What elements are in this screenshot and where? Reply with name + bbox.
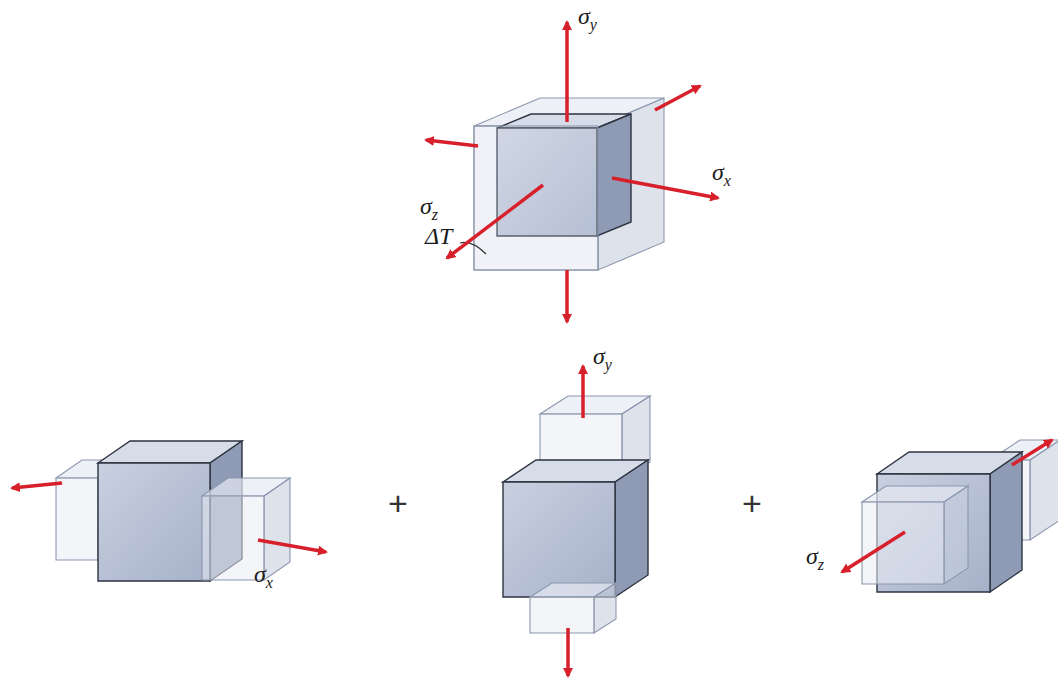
stress-arrow xyxy=(565,22,569,122)
stress-arrow xyxy=(565,270,569,322)
subscript: z xyxy=(432,206,438,223)
expanded-cube-front xyxy=(474,126,598,270)
cube-front xyxy=(530,597,594,633)
cube-side xyxy=(944,486,968,584)
subscript: y xyxy=(590,16,597,33)
plus-sign: + xyxy=(742,486,762,520)
stress-arrow xyxy=(842,532,905,572)
stress-label: σy xyxy=(578,4,597,28)
stress-label: ΔT xyxy=(425,224,452,248)
symbol: σ xyxy=(806,543,818,569)
stress-arrow xyxy=(426,140,478,146)
y-extension-bottom xyxy=(530,583,616,633)
stress-arrow xyxy=(581,366,585,418)
stress-label: σz xyxy=(420,194,438,218)
stress-label: σz xyxy=(806,544,824,568)
subscript: z xyxy=(818,556,824,573)
symbol: σ xyxy=(578,3,590,29)
subscript: x xyxy=(266,574,273,591)
cube-front xyxy=(98,463,210,581)
stress-arrow xyxy=(1012,440,1052,465)
symbol: σ xyxy=(254,561,266,587)
z-extension-front xyxy=(862,486,968,584)
stress-arrow xyxy=(655,86,700,110)
stress-arrow xyxy=(12,483,62,488)
cube-front xyxy=(56,478,98,560)
stress-arrow xyxy=(612,178,718,198)
cube-side xyxy=(594,583,616,633)
cube-side xyxy=(598,98,664,270)
cube-y xyxy=(503,460,648,597)
plus-sign: + xyxy=(388,486,408,520)
stress-label: σx xyxy=(712,160,731,184)
cube-front xyxy=(862,502,944,584)
cube-front xyxy=(503,482,615,597)
cube-side xyxy=(264,478,290,580)
stress-arrow xyxy=(447,185,543,258)
cube-side xyxy=(1030,440,1058,540)
subscript: y xyxy=(605,356,612,373)
cube-side xyxy=(990,452,1022,592)
cube-side xyxy=(615,460,648,597)
stress-arrow xyxy=(566,628,570,676)
symbol: σ xyxy=(420,193,432,219)
stress-label: σy xyxy=(593,344,612,368)
subscript: x xyxy=(724,172,731,189)
symbol: σ xyxy=(593,343,605,369)
symbol: σ xyxy=(712,159,724,185)
stress-arrow xyxy=(258,540,326,552)
x-extension-right xyxy=(202,478,290,580)
cube-side xyxy=(597,114,631,236)
stress-label: σx xyxy=(254,562,273,586)
cube-front xyxy=(474,126,598,270)
